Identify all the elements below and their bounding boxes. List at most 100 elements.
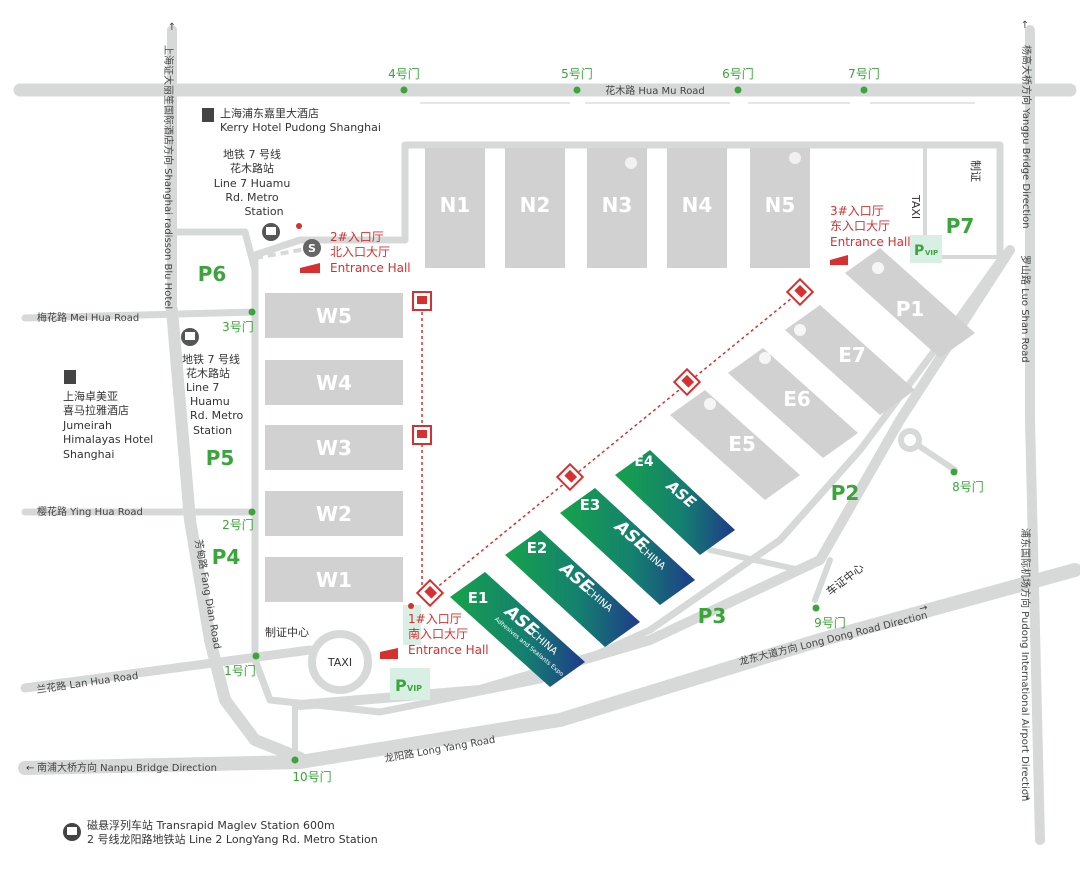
hall-n1-label: N1: [440, 193, 471, 217]
hall-n1[interactable]: [425, 148, 485, 268]
hall-p1[interactable]: [845, 248, 975, 358]
metro-north-5: Station: [244, 205, 283, 218]
metro-west-6: Station: [193, 424, 232, 437]
parking-p5[interactable]: P5: [206, 446, 235, 470]
metro-north-3: Line 7 Huamu: [214, 177, 291, 190]
yanggao-road-label: 杨高大桥方向 Yangpu Bridge Direction: [1020, 45, 1033, 229]
venue-ring-road: [251, 141, 1004, 716]
vip-parking-south-p: P: [395, 676, 407, 695]
gate-8-label: 8号门: [952, 479, 984, 494]
gate-4-marker[interactable]: [400, 86, 408, 94]
taxi-ne-label: TAXI: [909, 194, 922, 219]
jumeirah-3: Jumeirah: [62, 419, 112, 432]
jumeirah-5: Shanghai: [63, 448, 114, 461]
parking-p7[interactable]: P7: [946, 214, 975, 238]
metro-north-1: 地铁 7 号线: [223, 147, 281, 161]
gate-6-label: 6号门: [722, 66, 754, 81]
bus-stop-icon[interactable]: [412, 425, 432, 445]
entrance-1-line3: Entrance Hall: [408, 643, 489, 657]
hall-p1-label: P1: [896, 297, 925, 321]
hall-w1[interactable]: [265, 557, 403, 602]
hall-e2-label: E2: [527, 539, 548, 557]
ase-banner-halls: E4 ASE E3 ASE CHINA E2 ASE CHINA E1 ASE …: [450, 450, 735, 687]
gate-1-label: 1号门: [224, 663, 256, 678]
bus-stop-icon[interactable]: [672, 367, 702, 397]
hall-n5[interactable]: [750, 148, 810, 268]
hotel-icon: [64, 370, 76, 384]
right-vertical-road: [1025, 25, 1045, 845]
luoshan-road: [295, 245, 1015, 710]
luoshan-road-label: 罗山路 Luo Shan Road: [1019, 255, 1032, 363]
parking-areas: P6 P5 P4 P3 P2 P7 P VIP P VIP: [198, 214, 975, 700]
hall-e1[interactable]: [450, 572, 585, 687]
gate-2-marker[interactable]: [248, 508, 256, 516]
hall-e6[interactable]: [728, 348, 858, 458]
parking-p3[interactable]: P3: [698, 604, 727, 628]
meihua-road: [21, 308, 259, 322]
metro-west-3: Line 7: [186, 381, 219, 394]
north-halls: N1 N2 N3 N4 N5: [425, 148, 810, 268]
entrance-1-flag: [380, 648, 398, 659]
vip-parking-south-sub: VIP: [407, 684, 422, 693]
gate-8-marker[interactable]: [950, 468, 958, 476]
metro-west-5: Rd. Metro: [190, 409, 243, 422]
hall-e4[interactable]: [615, 450, 735, 555]
gate-1-marker[interactable]: [252, 652, 260, 660]
gate-5-marker[interactable]: [573, 86, 581, 94]
hall-e7[interactable]: [785, 305, 915, 415]
hall-n2[interactable]: [505, 148, 565, 268]
svg-text:↓: ↓: [1024, 792, 1032, 803]
jumeirah-4: Himalayas Hotel: [63, 433, 153, 446]
hall-w4[interactable]: [265, 360, 403, 405]
bus-stop-icon[interactable]: [412, 291, 432, 311]
badge-center-ne-1: 制证: [969, 160, 982, 182]
gate-2-label: 2号门: [222, 517, 254, 532]
bus-stop-icon[interactable]: [555, 462, 585, 492]
hall-n4[interactable]: [667, 148, 727, 268]
entrance-2-flag: [300, 263, 320, 273]
metro-west-2: 花木路站: [186, 366, 230, 380]
parking-p4[interactable]: P4: [212, 545, 241, 569]
gate-9-marker[interactable]: [812, 604, 820, 612]
gate-9-label: 9号门: [814, 615, 846, 630]
kerry-cn: 上海浦东嘉里大酒店: [220, 106, 319, 120]
fangdian-road: [166, 304, 306, 764]
entrance-2-line3: Entrance Hall: [330, 261, 411, 275]
bus-stop-icon[interactable]: [785, 277, 815, 307]
vip-parking-south[interactable]: [390, 668, 430, 700]
hall-w2[interactable]: [265, 491, 403, 536]
entrance-1-line2: 南入口大厅: [408, 626, 468, 641]
gate-10-label: 10号门: [292, 769, 331, 784]
footer-line-1: 磁悬浮列车站 Transrapid Maglev Station 600m: [87, 818, 335, 832]
hall-n4-label: N4: [682, 193, 713, 217]
gate-7-marker[interactable]: [860, 86, 868, 94]
hall-e2[interactable]: [505, 530, 640, 647]
parking-p6[interactable]: P6: [198, 262, 227, 286]
hall-w5[interactable]: [265, 293, 403, 338]
parking-p2[interactable]: P2: [831, 481, 860, 505]
entrances: 1#入口厅 南入口大厅 Entrance Hall 2#入口厅 北入口大厅 En…: [296, 204, 911, 659]
entrance-1-line1: 1#入口厅: [408, 612, 462, 626]
hall-w5-label: W5: [316, 304, 352, 328]
gate-10-marker[interactable]: [291, 756, 299, 764]
yinghua-road-label: 樱花路 Ying Hua Road: [37, 505, 143, 518]
hall-e3[interactable]: [560, 488, 695, 605]
jumeirah-1: 上海卓美亚: [63, 389, 118, 403]
entrance-2-line2: 北入口大厅: [330, 245, 390, 259]
hall-e5[interactable]: [670, 390, 800, 500]
bus-stop-icon[interactable]: [415, 578, 445, 608]
vip-parking-east[interactable]: [910, 235, 942, 263]
hall-w3[interactable]: [265, 425, 403, 470]
shuttle-s-icon[interactable]: [303, 239, 321, 257]
svg-text:↑: ↑: [168, 22, 176, 33]
longyang-road: [18, 563, 1080, 775]
entrance-3-flag: [830, 255, 848, 265]
gate-3-marker[interactable]: [248, 308, 256, 316]
roads: [13, 25, 1080, 845]
gate-6-marker[interactable]: [734, 86, 742, 94]
hall-e5-label: E5: [728, 432, 756, 456]
hall-n3[interactable]: [587, 148, 647, 268]
hall-e6-label: E6: [783, 387, 811, 411]
metro-west-4: Huamu: [190, 395, 230, 408]
